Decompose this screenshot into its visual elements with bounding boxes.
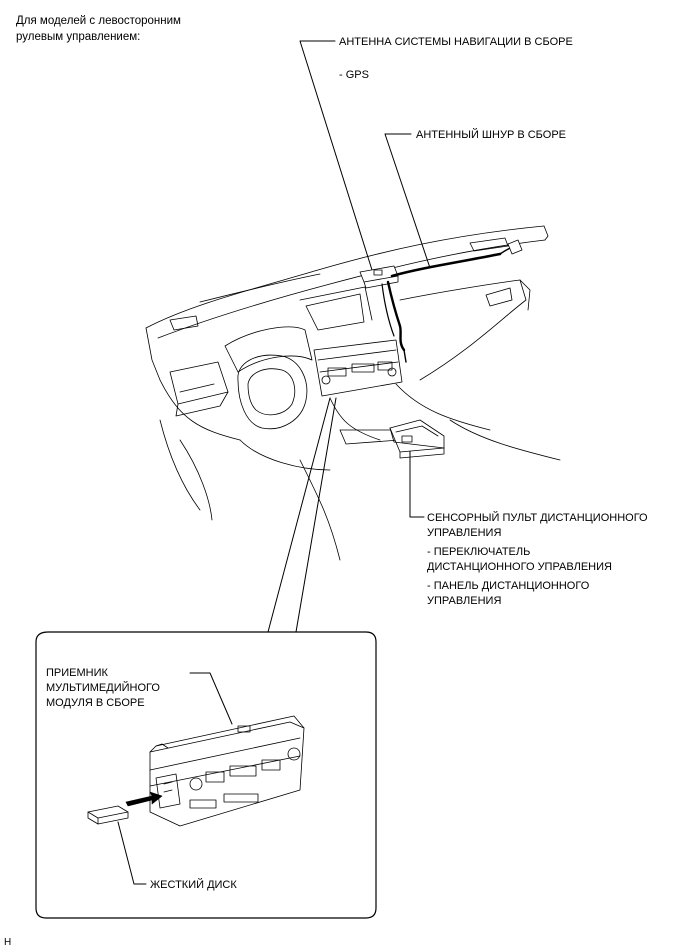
insert-arrow	[125, 791, 163, 807]
leader-touch-remote	[409, 449, 425, 518]
label-receiver-line-3: МОДУЛЯ В СБОРЕ	[46, 697, 145, 709]
leader-antenna-cord	[384, 133, 431, 269]
leader-lines	[117, 40, 431, 885]
hard-disk	[87, 805, 129, 825]
label-remote-panel: - ПАНЕЛЬ ДИСТАНЦИОННОГО УПРАВЛЕНИЯ	[427, 579, 589, 609]
label-receiver-line-2: МУЛЬТИМЕДИЙНОГО	[46, 682, 160, 694]
steering-wheel	[237, 354, 308, 430]
callout-line-left	[267, 397, 331, 633]
label-touch-remote-line-2: УПРАВЛЕНИЯ	[427, 527, 502, 539]
center-display	[305, 293, 365, 331]
label-remote-switch-line-2: ДИСТАНЦИОННОГО УПРАВЛЕНИЯ	[427, 561, 612, 573]
antenna-cord	[381, 239, 523, 363]
leader-antenna	[299, 40, 373, 271]
touch-remote-controller	[389, 419, 445, 459]
label-touch-remote: СЕНСОРНЫЙ ПУЛЬТ ДИСТАНЦИОННОГО УПРАВЛЕНИ…	[427, 511, 648, 541]
dash-top-edge	[145, 225, 545, 329]
label-navigation-antenna: АНТЕННА СИСТЕМЫ НАВИГАЦИИ В СБОРЕ	[339, 36, 573, 48]
label-multimedia-receiver: ПРИЕМНИК МУЛЬТИМЕДИЙНОГО МОДУЛЯ В СБОРЕ	[46, 666, 160, 711]
label-gps: - GPS	[339, 69, 369, 81]
label-hard-disk: ЖЕСТКИЙ ДИСК	[150, 879, 237, 891]
label-receiver-line-1: ПРИЕМНИК	[46, 667, 108, 679]
label-remote-switch-line-1: - ПЕРЕКЛЮЧАТЕЛЬ	[427, 546, 531, 558]
dashboard	[145, 225, 561, 561]
title-line-2: рулевым управлением:	[16, 31, 141, 43]
diagram-title: Для моделей с левосторонним рулевым упра…	[16, 13, 181, 45]
leader-hard-disk	[117, 821, 147, 885]
instrument-hood	[224, 326, 313, 373]
label-touch-remote-line-1: СЕНСОРНЫЙ ПУЛЬТ ДИСТАНЦИОННОГО	[427, 512, 648, 524]
label-remote-panel-line-1: - ПАНЕЛЬ ДИСТАНЦИОННОГО	[427, 580, 590, 592]
label-antenna-cord: АНТЕННЫЙ ШНУР В СБОРЕ	[416, 129, 566, 141]
figure-code: H	[4, 937, 12, 948]
label-remote-panel-line-2: УПРАВЛЕНИЯ	[427, 595, 502, 607]
center-stack	[313, 339, 403, 397]
title-line-1: Для моделей с левосторонним	[16, 15, 181, 27]
label-remote-switch: - ПЕРЕКЛЮЧАТЕЛЬ ДИСТАНЦИОННОГО УПРАВЛЕНИ…	[427, 545, 612, 575]
multimedia-receiver	[149, 715, 305, 827]
callout-line-right	[295, 397, 337, 633]
callout-box	[35, 631, 377, 919]
leader-receiver	[189, 672, 233, 725]
